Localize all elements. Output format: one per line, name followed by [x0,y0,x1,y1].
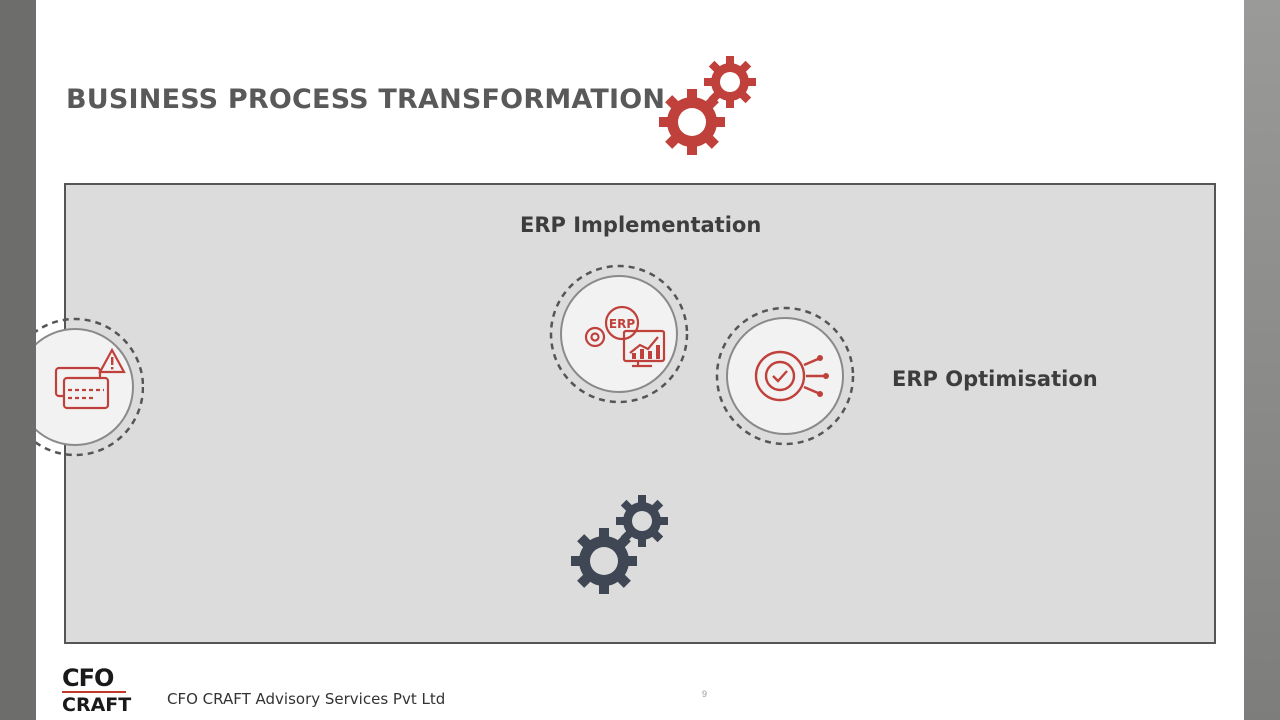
gears-icon [571,495,668,594]
erp-icon-text: ERP [609,317,635,331]
erp-panel: ERP Implementation [64,183,1216,644]
page-number: 9 [702,689,708,699]
window-edge [1244,0,1280,720]
erp-implementation-heading: ERP Implementation [520,213,762,237]
erp-optimisation-circle[interactable] [714,305,856,447]
gear-check-icon [715,306,855,446]
company-name: CFO CRAFT Advisory Services Pvt Ltd [167,690,446,708]
gears-icon [659,56,756,155]
logo-line1: CFO [62,664,114,692]
logo-divider [62,691,126,693]
erp-monitor-icon: ERP [549,264,689,404]
credit-card-alert-icon[interactable] [36,316,144,458]
slide: BUSINESS PROCESS TRANSFORMATION [36,0,1244,720]
erp-implementation-circle[interactable]: ERP [548,263,690,405]
page-title: BUSINESS PROCESS TRANSFORMATION [66,84,666,115]
cfo-craft-logo: CFO CRAFT [62,664,132,716]
erp-optimisation-label: ERP Optimisation [892,367,1098,391]
logo-line2: CRAFT [62,694,132,716]
